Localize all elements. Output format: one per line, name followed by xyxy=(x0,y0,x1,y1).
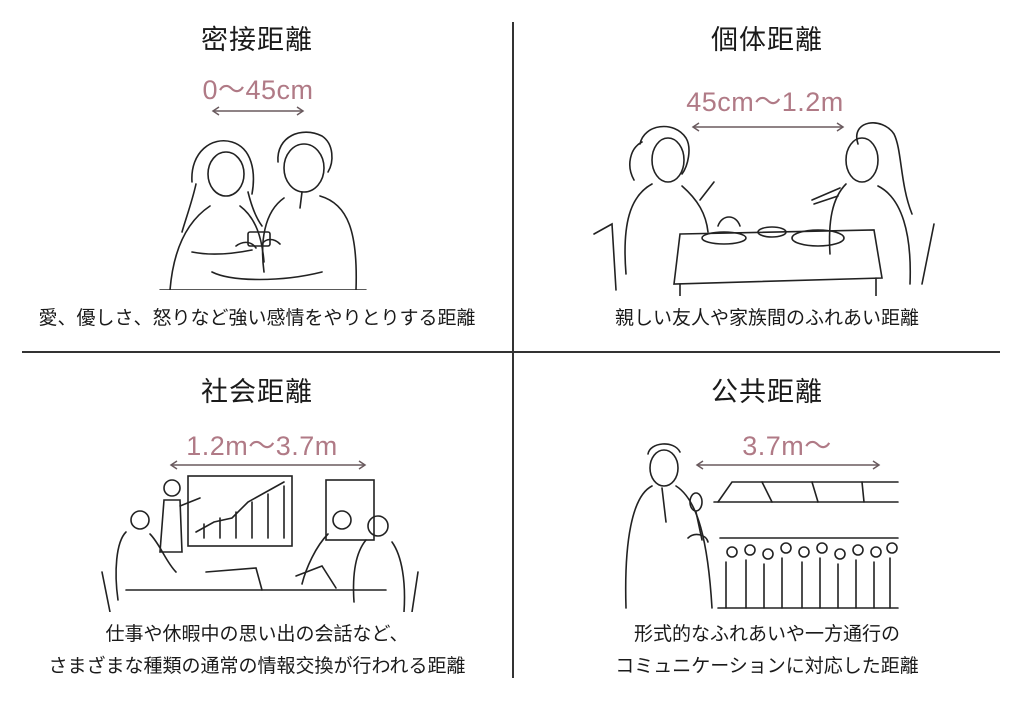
distance-arrow xyxy=(169,460,367,470)
distance-arrow xyxy=(695,460,881,470)
distance-arrow xyxy=(211,106,305,116)
quadrant-social-distance: 社会距離 1.2m～3.7m xyxy=(12,362,502,692)
business-meeting-illustration xyxy=(101,475,419,612)
couple-looking-at-phone-illustration xyxy=(159,131,367,290)
caption-line: 形式的なふれあいや一方通行の xyxy=(633,623,900,645)
quadrant-intimate-distance: 密接距離 0～45cm xyxy=(12,10,502,340)
distance-range-label: 1.2m～3.7m xyxy=(186,431,338,461)
quadrant-title: 社会距離 xyxy=(201,377,313,408)
public-speech-illustration xyxy=(624,443,899,609)
quadrant-caption: 親しい友人や家族間のふれあい距離 xyxy=(522,302,1012,334)
quadrant-title: 公共距離 xyxy=(711,377,823,408)
caption-line: さまざまな種類の通常の情報交換が行われる距離 xyxy=(48,655,466,677)
caption-line: 親しい友人や家族間のふれあい距離 xyxy=(614,307,919,329)
distance-range-label: 0～45cm xyxy=(202,75,314,105)
quadrant-caption: 仕事や休暇中の思い出の会話など、 さまざまな種類の通常の情報交換が行われる距離 xyxy=(12,618,502,682)
distance-range-label: 45cm～1.2m xyxy=(686,87,844,117)
quadrant-title: 個体距離 xyxy=(711,25,823,56)
caption-line: コミュニケーションに対応した距離 xyxy=(615,655,919,677)
horizontal-divider xyxy=(22,351,1000,353)
friends-dining-illustration xyxy=(593,122,935,296)
quadrant-title: 密接距離 xyxy=(201,25,313,56)
quadrant-caption: 形式的なふれあいや一方通行の コミュニケーションに対応した距離 xyxy=(522,618,1012,682)
caption-line: 仕事や休暇中の思い出の会話など、 xyxy=(105,623,409,645)
vertical-divider xyxy=(512,22,514,678)
distance-arrow xyxy=(691,122,845,132)
quadrant-personal-distance: 個体距離 45cm～1.2m xyxy=(522,10,1012,340)
caption-line: 愛、優しさ、怒りなど強い感情をやりとりする距離 xyxy=(38,307,476,329)
distance-range-label: 3.7m～ xyxy=(742,431,832,461)
quadrant-public-distance: 公共距離 3.7m～ xyxy=(522,362,1012,692)
quadrant-caption: 愛、優しさ、怒りなど強い感情をやりとりする距離 xyxy=(12,302,502,334)
